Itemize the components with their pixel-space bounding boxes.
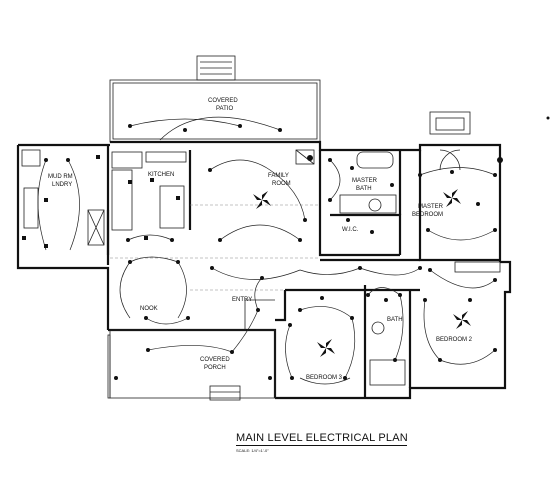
room-label-mud-rm: MUD RM	[48, 174, 73, 180]
room-label-covered-porch: COVERED	[200, 357, 230, 363]
room-label-bedroom-2: BEDROOM 2	[436, 337, 473, 343]
wiring	[37, 116, 496, 385]
room-label-bedroom-3: BEDROOM 3	[306, 375, 343, 381]
room-label-wic: W.I.C.	[342, 227, 359, 233]
title-underline	[236, 445, 407, 446]
ceiling-fan-icon	[253, 189, 471, 357]
room-label-family-room: FAMILY	[268, 173, 289, 179]
room-label-covered-patio: PATIO	[216, 106, 233, 112]
room-label-master-bath: BATH	[356, 186, 372, 192]
fixtures	[21, 111, 501, 401]
room-label-bath: BATH	[387, 317, 403, 323]
interior-walls	[106, 145, 500, 398]
room-label-family-room: ROOM	[272, 181, 291, 187]
plan-scale: SCALE: 1/4"=1'-0"	[236, 448, 269, 453]
electrical-devices	[22, 116, 550, 380]
room-label-master-bedroom: BEDROOM	[412, 212, 443, 218]
room-label-lndry: LNDRY	[52, 182, 72, 188]
room-label-master-bedroom: MASTER	[418, 204, 444, 210]
room-labels: COVERED PATIO MUD RM LNDRY KITCHEN FAMIL…	[48, 98, 473, 381]
room-label-kitchen: KITCHEN	[148, 172, 174, 178]
room-label-entry: ENTRY	[232, 297, 252, 303]
room-label-covered-porch: PORCH	[204, 365, 226, 371]
beam-lines	[110, 204, 320, 291]
room-label-master-bath: MASTER	[352, 178, 378, 184]
exterior-walls	[16, 140, 512, 400]
room-label-nook: NOOK	[140, 306, 158, 312]
room-label-covered-patio: COVERED	[208, 98, 238, 104]
plan-title: MAIN LEVEL ELECTRICAL PLAN	[236, 432, 408, 444]
